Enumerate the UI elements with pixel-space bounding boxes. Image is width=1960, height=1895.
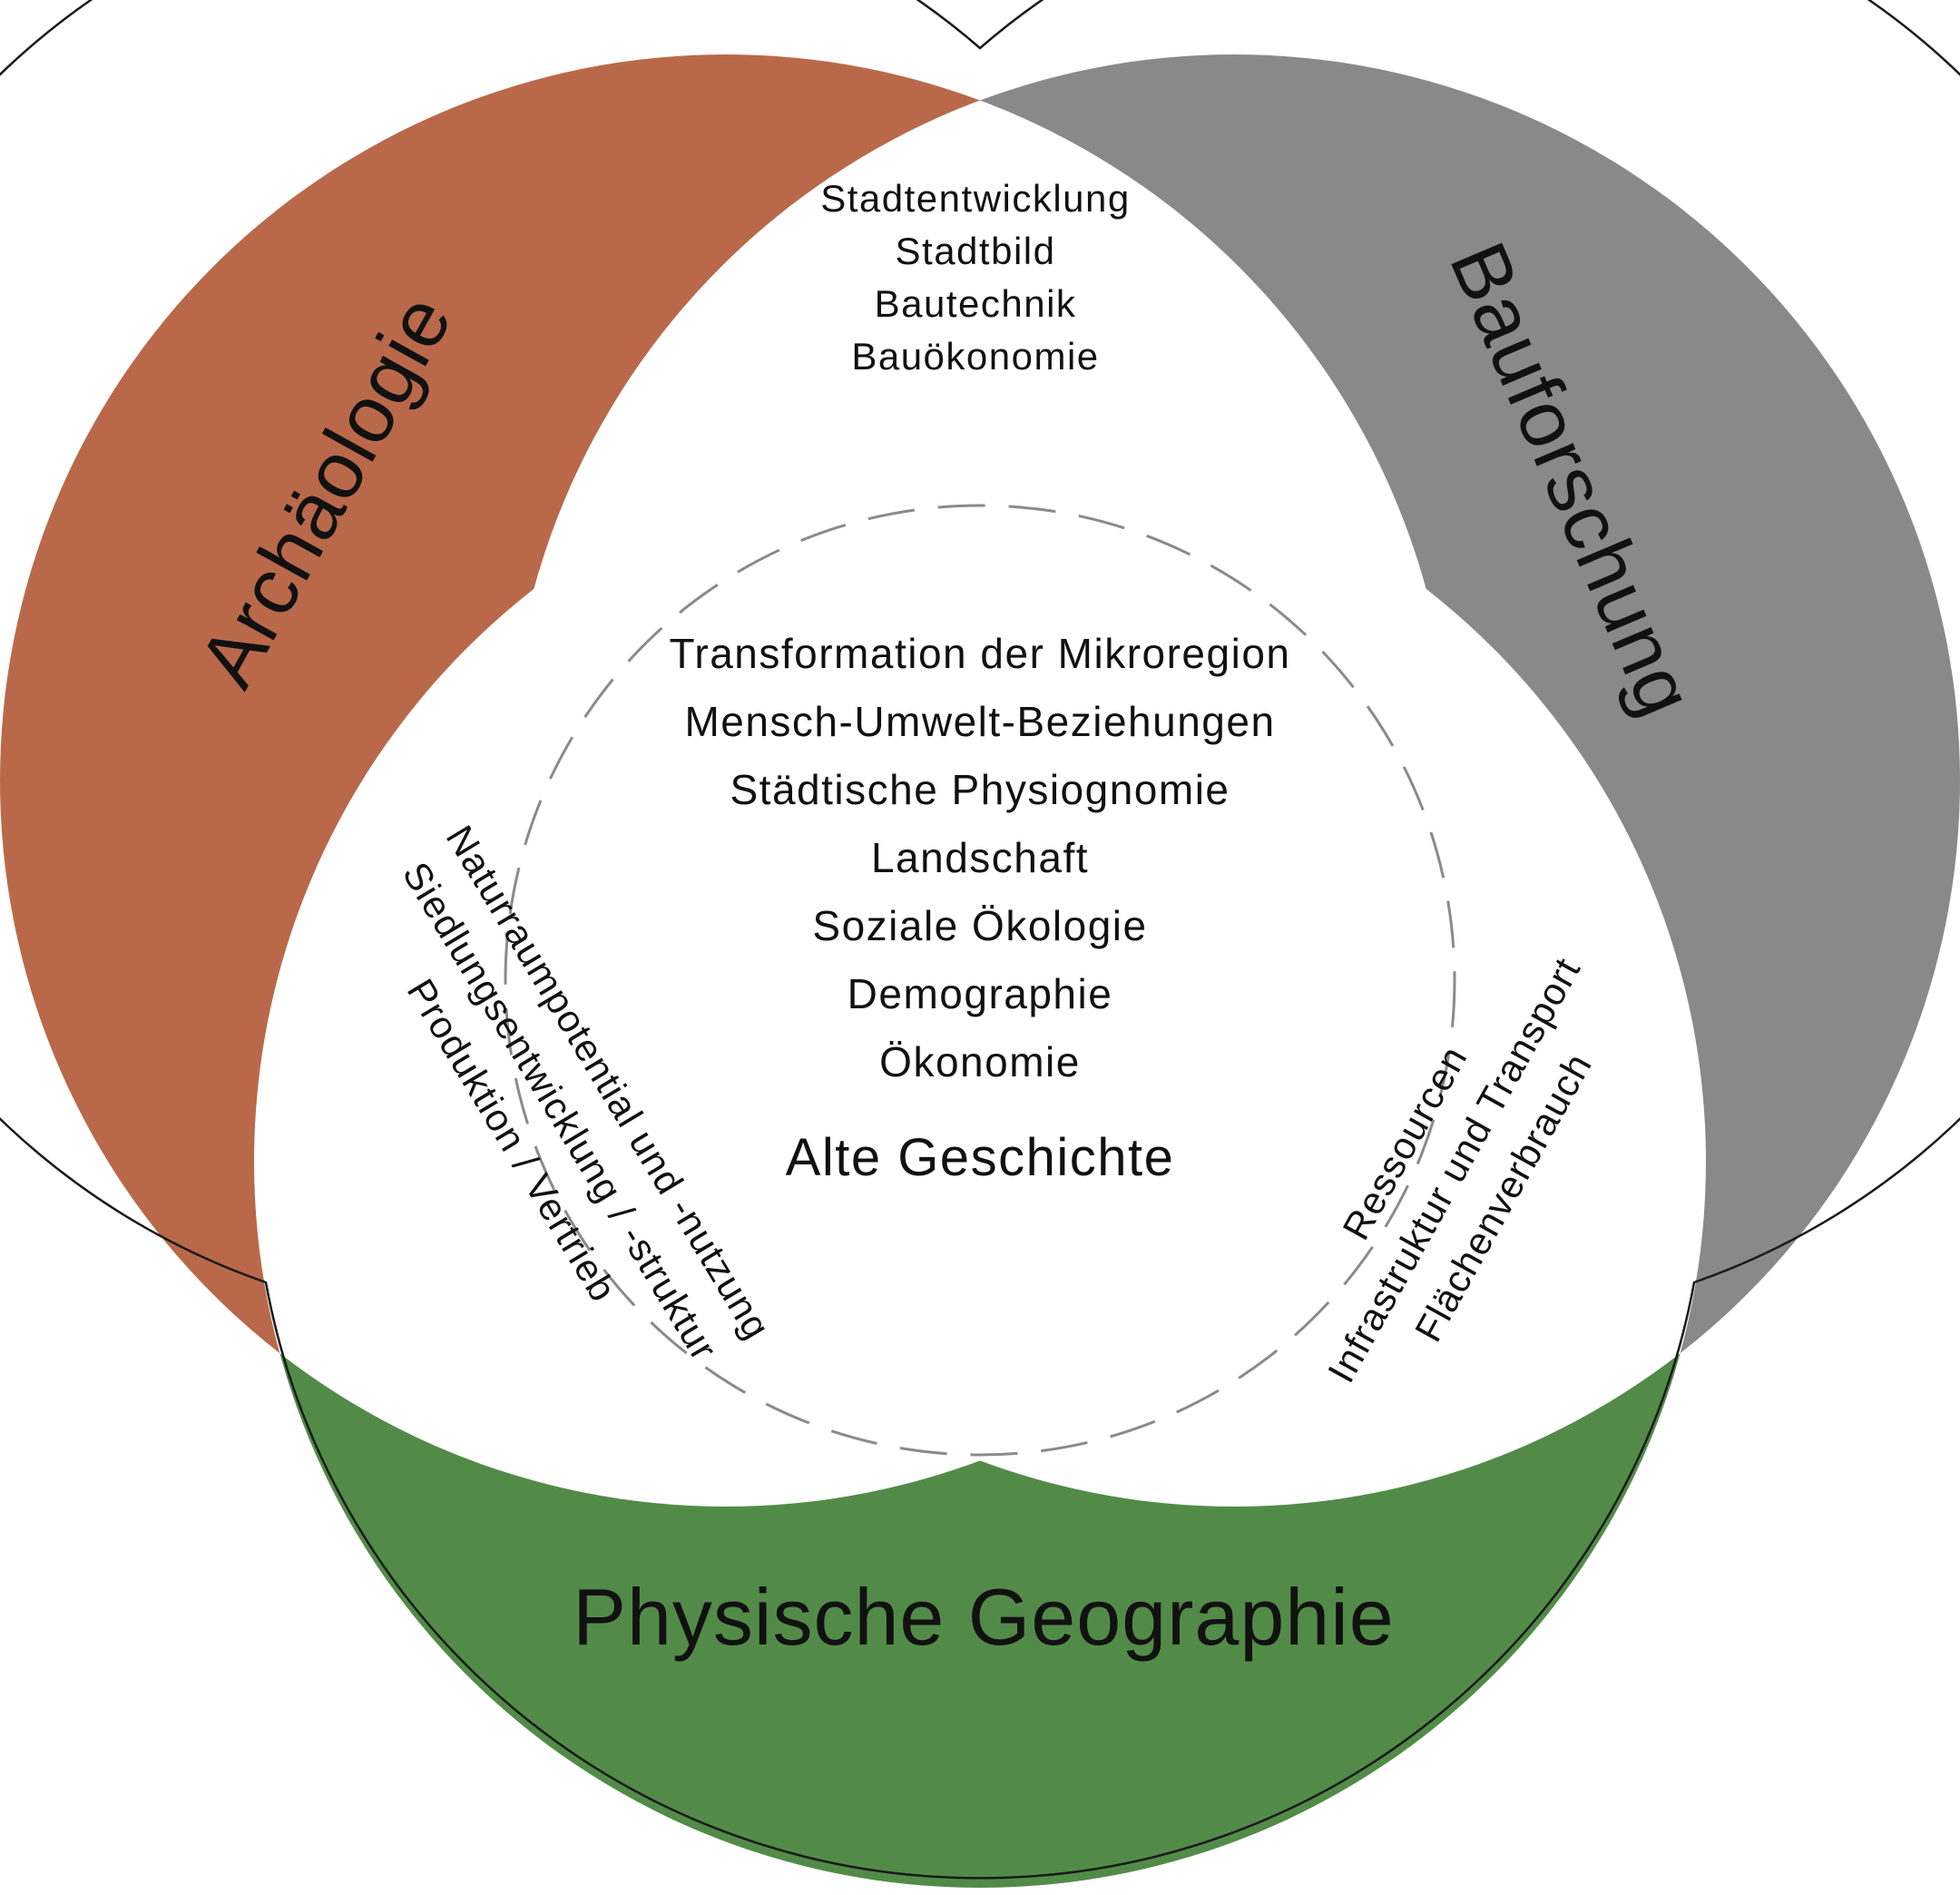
list-item: Bautechnik [875,282,1077,325]
list-item: Mensch-Umwelt-Beziehungen [684,698,1275,745]
list-item: Demographie [848,970,1113,1017]
list-item: Stadtentwicklung [820,177,1131,220]
list-item: Transformation der Mikroregion [670,630,1291,677]
list-item: Bauökonomie [851,335,1099,378]
list-item: Städtische Physiognomie [730,766,1230,813]
overlap-top-list: Stadtentwicklung Stadtbild Bautechnik Ba… [820,177,1131,378]
list-item: Soziale Ökologie [812,902,1147,949]
center-list: Transformation der Mikroregion Mensch-Um… [670,630,1291,1187]
center-dashed-circle [504,504,1456,1457]
list-item: Stadtbild [896,230,1056,272]
list-item: Landschaft [871,834,1089,881]
list-item: Ökonomie [879,1038,1081,1085]
geographie-label: Physische Geographie [573,1572,1394,1662]
overlap-bauforschung-geographie [508,436,1706,1507]
center-title: Alte Geschichte [786,1128,1175,1187]
